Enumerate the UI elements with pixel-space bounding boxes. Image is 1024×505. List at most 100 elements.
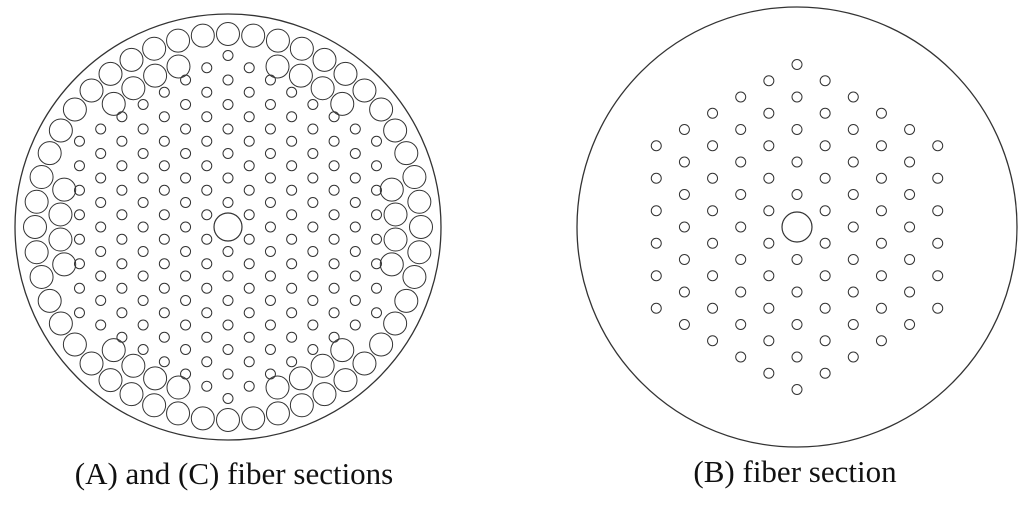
small-air-hole	[73, 160, 85, 172]
small-air-hole	[243, 258, 255, 270]
small-air-hole	[243, 356, 255, 368]
small-air-hole	[371, 258, 383, 270]
small-air-hole	[286, 86, 298, 98]
small-air-hole	[222, 319, 234, 331]
large-air-hole	[52, 252, 77, 277]
small-air-hole	[222, 368, 234, 380]
small-air-hole	[349, 221, 361, 233]
large-air-hole	[383, 311, 408, 336]
small-air-hole	[264, 270, 276, 282]
small-air-hole	[158, 209, 170, 221]
small-air-hole	[819, 172, 831, 184]
caption-right: (B) fiber section	[693, 454, 897, 489]
small-air-hole	[180, 368, 192, 380]
small-air-hole	[328, 282, 340, 294]
small-air-hole	[243, 380, 255, 392]
small-air-hole	[791, 59, 803, 70]
small-air-hole	[264, 123, 276, 135]
small-air-hole	[819, 237, 831, 249]
small-air-hole	[307, 246, 319, 257]
large-air-hole	[369, 332, 394, 357]
small-air-hole	[201, 233, 213, 245]
small-air-hole	[328, 184, 340, 196]
small-air-hole	[707, 335, 719, 347]
small-air-hole	[243, 233, 255, 245]
small-air-hole	[158, 233, 170, 245]
small-air-hole	[763, 75, 775, 87]
small-air-hole	[735, 319, 747, 330]
small-air-hole	[307, 270, 319, 282]
caption-left: (A) and (C) fiber sections	[74, 456, 394, 491]
small-air-hole	[735, 124, 747, 135]
large-air-hole	[379, 252, 404, 277]
small-air-hole	[222, 393, 234, 404]
small-air-hole	[243, 331, 255, 343]
large-air-hole	[312, 47, 337, 72]
large-air-hole	[98, 61, 123, 86]
small-air-hole	[222, 270, 234, 282]
small-air-hole	[158, 135, 170, 147]
small-air-hole	[847, 254, 859, 265]
small-air-hole	[201, 282, 213, 294]
small-air-hole	[371, 282, 383, 294]
large-air-hole	[119, 47, 144, 72]
large-air-hole	[166, 401, 191, 426]
small-air-hole	[875, 237, 887, 249]
small-air-hole	[73, 258, 85, 270]
small-air-hole	[95, 270, 107, 282]
large-air-hole	[166, 28, 191, 53]
small-air-hole	[286, 282, 298, 294]
small-air-hole	[180, 123, 192, 135]
small-air-hole	[222, 246, 234, 257]
small-air-hole	[735, 254, 747, 265]
small-air-hole	[791, 189, 803, 200]
small-air-hole	[222, 74, 234, 86]
small-air-hole	[201, 62, 213, 74]
small-air-hole	[763, 367, 775, 379]
small-air-hole	[707, 270, 719, 282]
small-air-hole	[201, 356, 213, 368]
large-air-hole	[265, 54, 290, 79]
small-air-hole	[328, 233, 340, 245]
small-air-hole	[650, 205, 662, 217]
small-air-hole	[137, 123, 149, 135]
small-air-hole	[137, 246, 149, 257]
small-air-hole	[201, 111, 213, 123]
large-air-hole	[142, 36, 167, 61]
small-air-hole	[243, 135, 255, 147]
large-air-hole	[352, 351, 377, 376]
small-air-hole	[286, 331, 298, 343]
small-air-hole	[180, 344, 192, 355]
small-air-hole	[349, 197, 361, 208]
small-air-hole	[932, 140, 944, 152]
small-air-hole	[286, 258, 298, 270]
large-air-hole	[216, 408, 240, 432]
cladding-outline	[576, 6, 1018, 448]
large-air-hole	[312, 382, 337, 407]
small-air-hole	[328, 331, 340, 343]
large-air-hole	[48, 202, 73, 227]
small-air-hole	[180, 172, 192, 184]
small-air-hole	[735, 286, 747, 298]
small-air-hole	[116, 111, 128, 123]
small-air-hole	[763, 237, 775, 249]
small-air-hole	[95, 246, 107, 257]
small-air-hole	[819, 140, 831, 152]
small-air-hole	[243, 62, 255, 74]
small-air-hole	[904, 156, 916, 168]
large-air-hole	[23, 215, 47, 239]
small-air-hole	[243, 282, 255, 294]
large-air-hole	[265, 28, 290, 53]
small-air-hole	[73, 184, 85, 196]
small-air-hole	[286, 209, 298, 221]
small-air-hole	[847, 286, 859, 298]
large-air-hole	[379, 177, 404, 202]
small-air-hole	[707, 237, 719, 249]
small-air-hole	[201, 380, 213, 392]
small-air-hole	[904, 254, 916, 265]
small-air-hole	[904, 189, 916, 200]
large-air-hole	[142, 393, 167, 418]
small-air-hole	[791, 124, 803, 135]
small-air-hole	[158, 184, 170, 196]
small-air-hole	[180, 148, 192, 159]
